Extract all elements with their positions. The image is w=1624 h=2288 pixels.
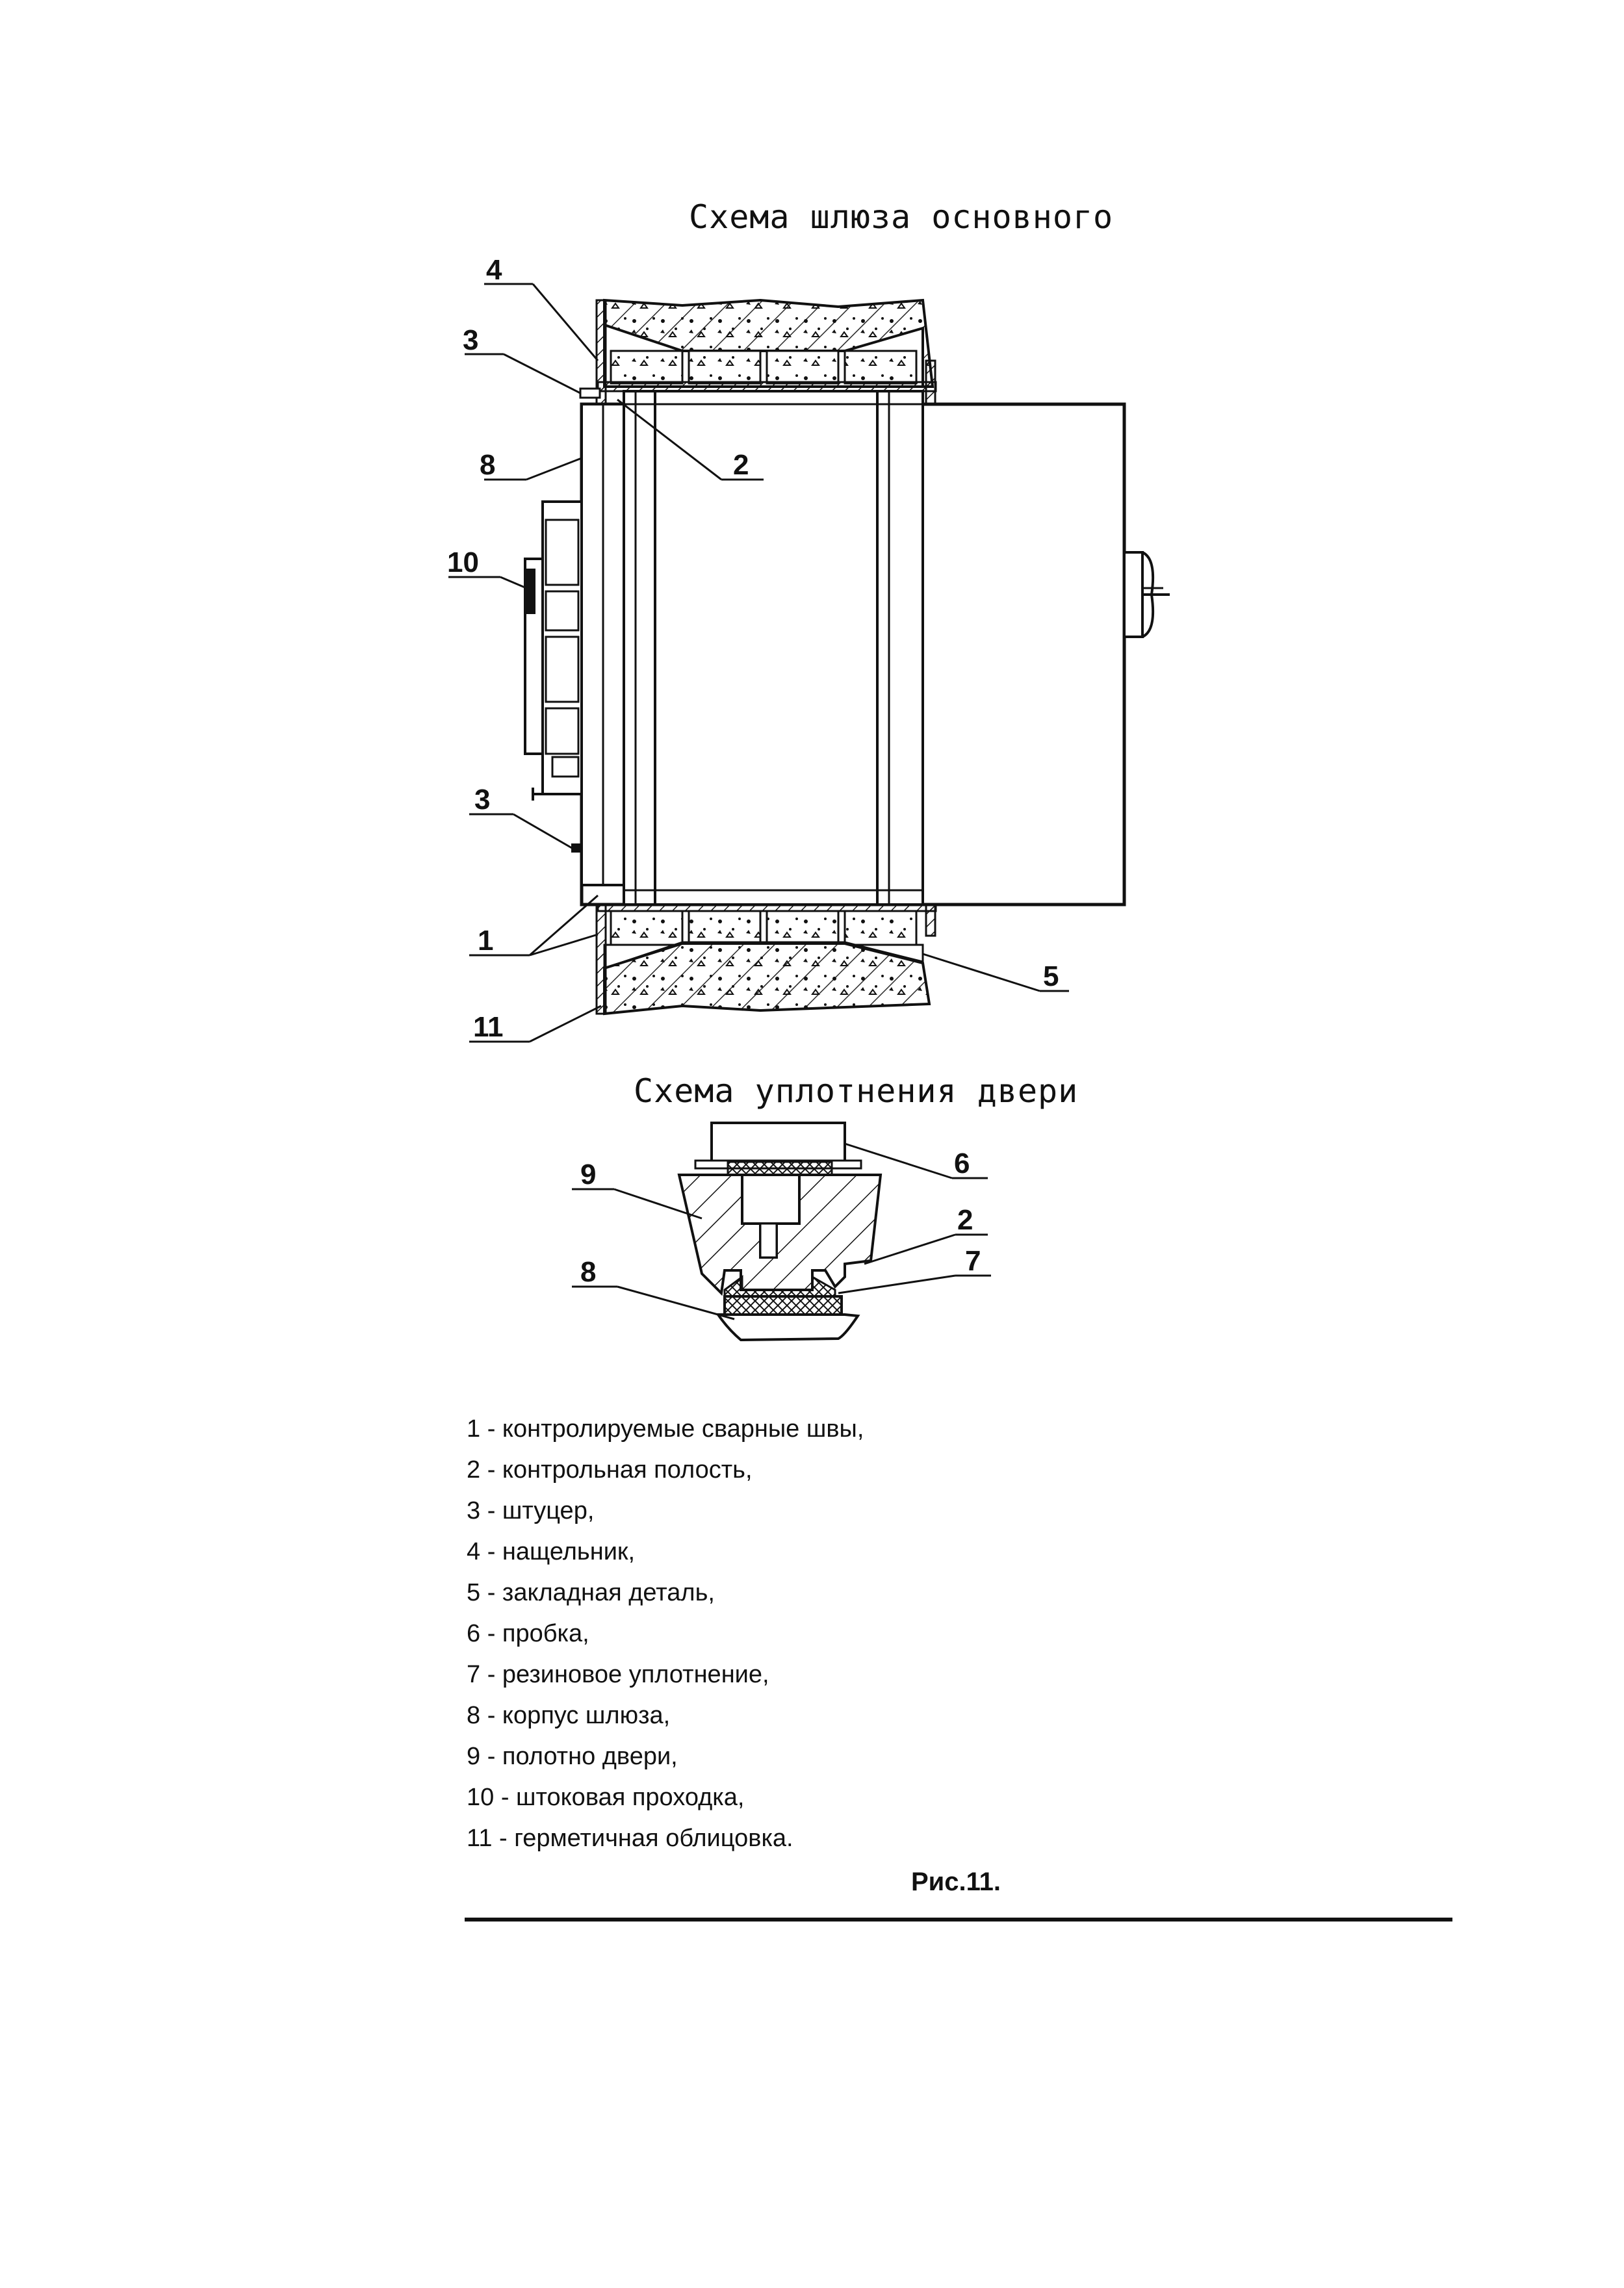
seal-callout-2: 2	[957, 1204, 973, 1236]
right-handwheel	[1123, 551, 1170, 638]
legend-item: 11 - герметичная облицовка.	[467, 1825, 793, 1852]
seal-callout-9: 9	[580, 1159, 596, 1190]
seal-callout-7: 7	[965, 1245, 981, 1277]
door-leaf	[623, 390, 924, 906]
frame-left-flange	[580, 403, 625, 886]
legend-item: 3 - штуцер,	[467, 1497, 595, 1524]
legend-item: 10 - штоковая проходка,	[467, 1784, 745, 1811]
nipple-bottom	[571, 843, 582, 853]
seal-airlock-body	[715, 1313, 860, 1342]
figure-caption: Рис.11.	[911, 1868, 1001, 1896]
seal-callout-8: 8	[580, 1256, 596, 1288]
legend-item: 7 - резиновое уплотнение,	[467, 1661, 769, 1688]
callout-5: 5	[1043, 960, 1059, 992]
legend-item: 1 - контролируемые сварные швы,	[467, 1415, 864, 1443]
nipple-top	[579, 387, 601, 399]
seal-callout-6: 6	[954, 1148, 970, 1179]
stem-passage-assembly	[524, 500, 583, 801]
seal-door-leaf	[677, 1174, 883, 1296]
callout-3-top: 3	[463, 324, 478, 356]
callout-11: 11	[473, 1011, 504, 1043]
legend-item: 4 - нащельник,	[467, 1538, 636, 1565]
lower-wall-section	[595, 895, 937, 1016]
bottom-divider	[465, 1918, 1452, 1922]
legend-item: 8 - корпус шлюза,	[467, 1702, 671, 1729]
callout-4: 4	[486, 254, 502, 286]
main-callout-labels: 4 3 8 2 10 3 1 5 11	[447, 254, 1059, 1043]
legend-item: 9 - полотно двери,	[467, 1743, 678, 1770]
seal-diagram-title: Схема уплотнения двери	[634, 1072, 1079, 1110]
seal-rubber-gasket	[723, 1275, 843, 1316]
legend-item: 5 - закладная деталь,	[467, 1579, 715, 1606]
callout-8: 8	[480, 449, 495, 481]
seal-callout-labels: 9 6 2 8 7	[580, 1148, 981, 1288]
legend-list: 1 - контролируемые сварные швы, 2 - конт…	[467, 1409, 864, 1859]
legend-item: 2 - контрольная полость,	[467, 1456, 753, 1484]
callout-10: 10	[447, 546, 479, 578]
main-leaders	[448, 283, 1069, 1043]
callout-2: 2	[733, 449, 749, 481]
callout-1: 1	[478, 925, 493, 957]
seal-leaders	[572, 1142, 991, 1320]
legend-item: 6 - пробка,	[467, 1620, 589, 1647]
main-diagram-title: Схема шлюза основного	[689, 198, 1114, 236]
upper-wall-section	[595, 298, 937, 407]
callout-3-bottom: 3	[474, 784, 490, 816]
seal-plug	[694, 1122, 862, 1176]
